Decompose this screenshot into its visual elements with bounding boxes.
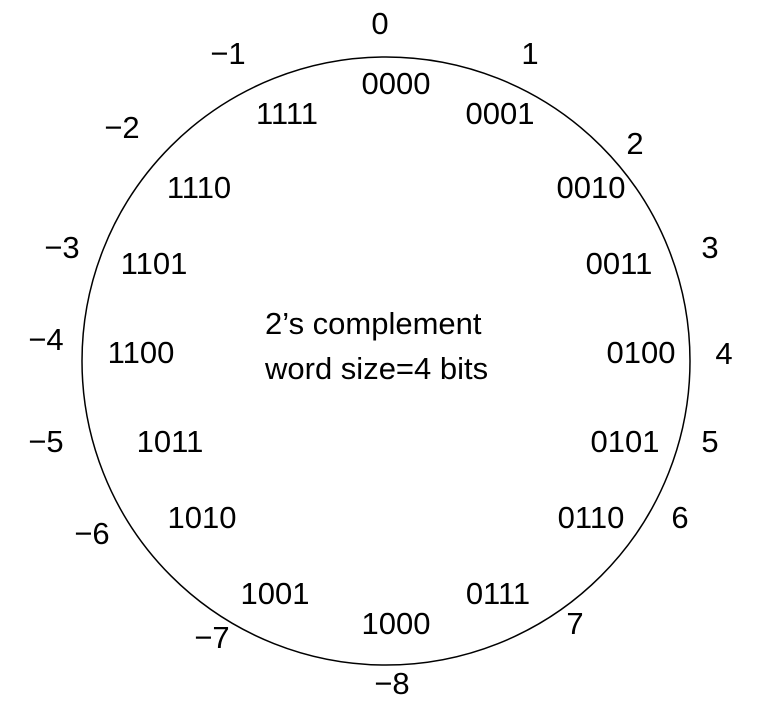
binary-label-0110: 0110 bbox=[558, 500, 625, 535]
decimal-label-neg8: −8 bbox=[374, 666, 409, 701]
decimal-label-0: 0 bbox=[371, 6, 388, 41]
binary-label-0011: 0011 bbox=[586, 246, 653, 281]
decimal-label-neg5: −5 bbox=[28, 424, 63, 459]
decimal-label-neg7: −7 bbox=[194, 620, 229, 655]
center-caption-line1: 2’s complement bbox=[265, 306, 482, 341]
binary-label-0001: 0001 bbox=[466, 96, 535, 131]
decimal-label-1: 1 bbox=[521, 36, 538, 71]
decimal-label-neg1: −1 bbox=[210, 36, 245, 71]
decimal-label-neg4: −4 bbox=[28, 322, 63, 357]
binary-label-0010: 0010 bbox=[557, 170, 626, 205]
binary-label-1110: 1110 bbox=[167, 170, 231, 205]
center-caption-line2: word size=4 bits bbox=[264, 351, 488, 386]
decimal-label-2: 2 bbox=[626, 126, 643, 161]
binary-label-0111: 0111 bbox=[466, 576, 530, 611]
decimal-label-7: 7 bbox=[566, 606, 583, 641]
binary-label-1010: 1010 bbox=[168, 500, 237, 535]
binary-label-0100: 0100 bbox=[607, 335, 676, 370]
decimal-label-3: 3 bbox=[701, 230, 718, 265]
binary-label-1011: 1011 bbox=[137, 424, 204, 459]
decimal-label-5: 5 bbox=[701, 424, 718, 459]
binary-label-1111: 1111 bbox=[256, 96, 318, 131]
binary-label-1001: 1001 bbox=[241, 576, 310, 611]
number-circle bbox=[81, 56, 691, 666]
decimal-label-4: 4 bbox=[715, 336, 732, 371]
decimal-label-neg3: −3 bbox=[44, 230, 79, 265]
decimal-label-neg6: −6 bbox=[74, 516, 109, 551]
binary-label-1101: 1101 bbox=[121, 246, 188, 281]
binary-label-1100: 1100 bbox=[108, 335, 175, 370]
decimal-label-neg2: −2 bbox=[104, 110, 139, 145]
decimal-label-6: 6 bbox=[671, 500, 688, 535]
binary-label-0101: 0101 bbox=[591, 424, 660, 459]
binary-label-0000: 0000 bbox=[362, 66, 431, 101]
binary-label-1000: 1000 bbox=[362, 606, 431, 641]
